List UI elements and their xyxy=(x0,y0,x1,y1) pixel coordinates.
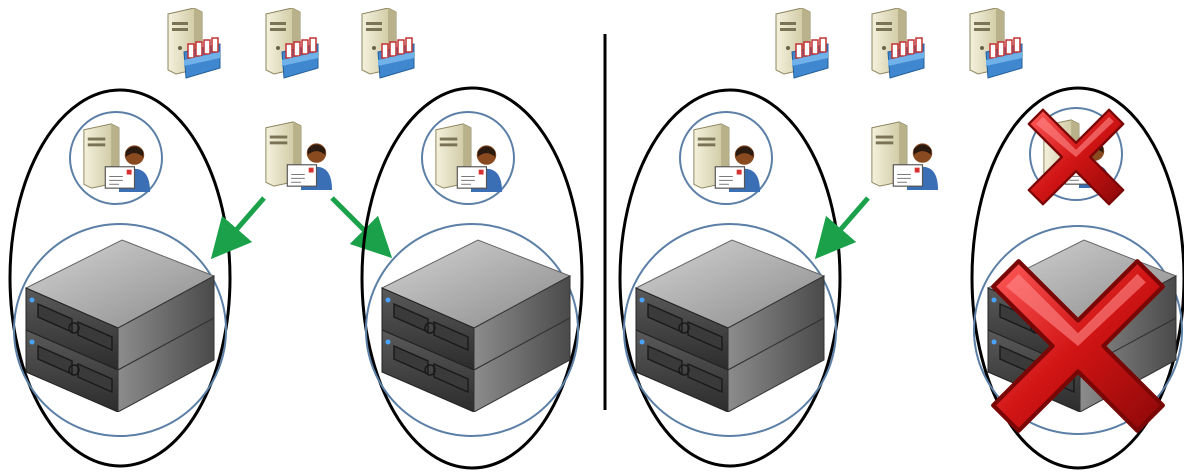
client-access-server-icon xyxy=(83,123,151,193)
client-access-server-icon xyxy=(265,121,333,191)
client-access-server-icon xyxy=(435,123,503,193)
client-access-server-icon xyxy=(871,121,939,191)
mailbox-server-icon xyxy=(871,8,925,79)
mailbox-server-icon xyxy=(361,8,415,79)
mailbox-server-icon xyxy=(265,8,319,79)
arrow-to-site-1 xyxy=(210,196,266,260)
client-access-ring xyxy=(69,111,163,205)
site-ellipse xyxy=(8,88,232,468)
site-ellipse xyxy=(618,88,842,468)
rack-server-icon xyxy=(381,239,571,412)
hardware-ring xyxy=(13,223,227,437)
client-access-ring xyxy=(1029,107,1123,201)
panel-before xyxy=(8,8,584,470)
client-access-ring xyxy=(421,111,515,205)
client-access-server-icon xyxy=(693,123,761,193)
hardware-ring xyxy=(973,225,1183,435)
hardware-ring xyxy=(365,223,579,437)
hardware-ring xyxy=(623,223,837,437)
mailbox-server-icon xyxy=(167,8,221,79)
client-access-ring xyxy=(679,111,773,205)
arrow-to-site-2 xyxy=(330,196,393,259)
rack-server-icon xyxy=(635,239,825,412)
failed-site-ellipse xyxy=(970,86,1184,470)
site-ellipse xyxy=(360,86,584,470)
arrow-to-site-1 xyxy=(814,196,870,260)
mailbox-server-icon xyxy=(969,8,1023,79)
mailbox-server-icon xyxy=(775,8,829,79)
panel-after-failure xyxy=(618,8,1184,470)
rack-server-icon xyxy=(25,239,215,412)
